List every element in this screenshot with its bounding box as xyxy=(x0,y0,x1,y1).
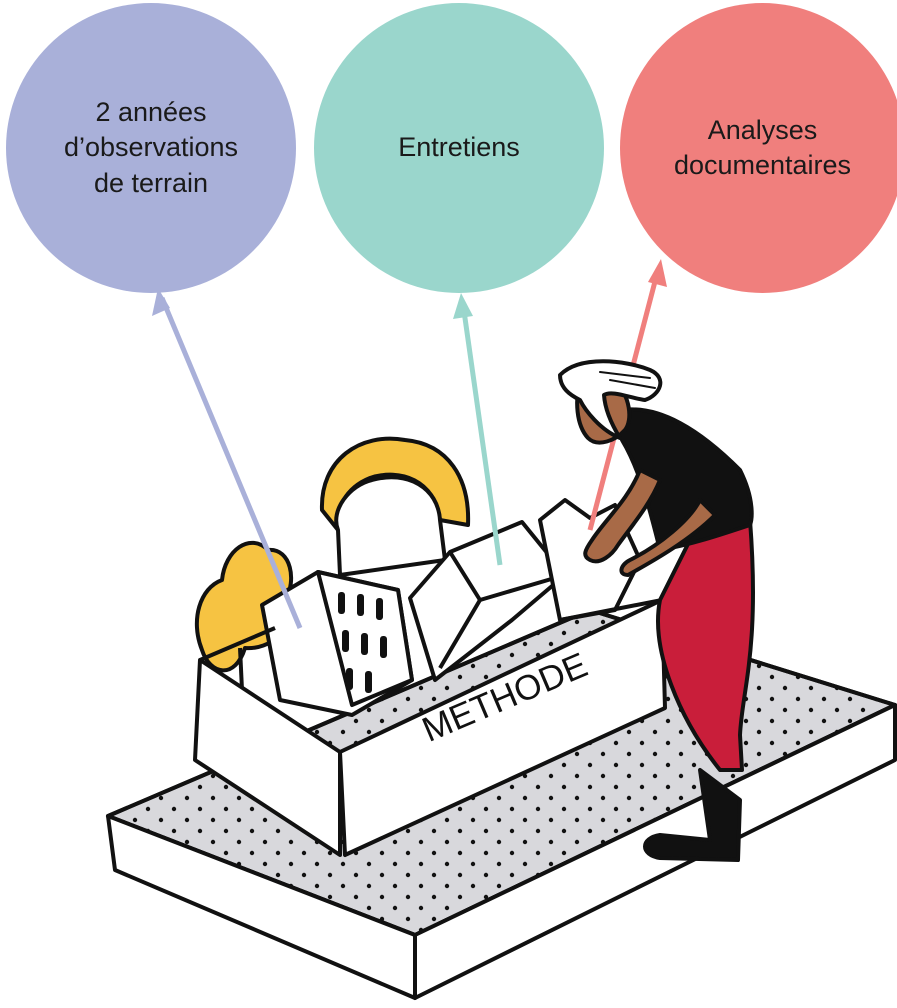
bubble-entretiens: Entretiens xyxy=(314,3,604,293)
yellow-blobs xyxy=(194,436,471,691)
bubble-analyses-line: documentaires xyxy=(673,150,852,180)
methode-box xyxy=(193,598,667,857)
person-figure xyxy=(558,359,755,862)
bubble-observations-line: de terrain xyxy=(93,167,209,198)
bubble-analyses: Analyses documentaires xyxy=(620,3,897,293)
bubble-observations-line: d’observations xyxy=(63,132,239,163)
arrow-observations xyxy=(152,288,303,629)
bubble-observations: 2 années d’observations de terrain xyxy=(6,3,296,293)
arrow-entretiens xyxy=(453,293,503,566)
bubble-observations-line: 2 années xyxy=(95,97,207,128)
bubble-analyses-line: Analyses xyxy=(707,114,818,145)
building-windows xyxy=(338,592,387,693)
bubble-entretiens-line: Entretiens xyxy=(398,132,520,163)
